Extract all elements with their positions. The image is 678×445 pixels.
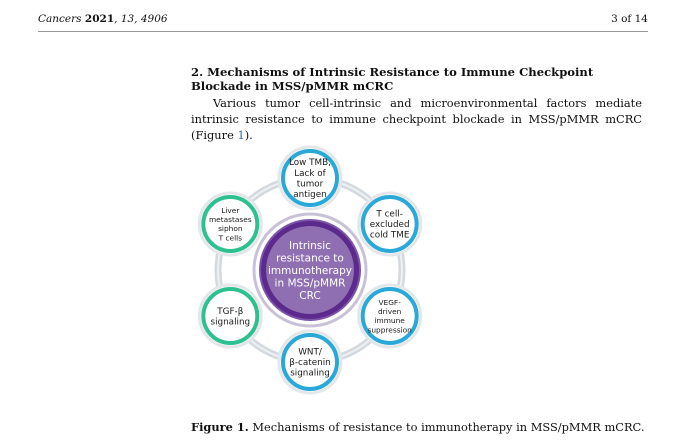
- satellite-node-label-line: metastases: [209, 215, 252, 224]
- page-number: 3 of 14: [611, 13, 648, 25]
- satellite-node-label-line: Liver: [221, 206, 240, 215]
- paragraph-text: Various tumor cell-intrinsic and microen…: [191, 96, 642, 142]
- figure-reference-link[interactable]: 1: [237, 128, 245, 142]
- caption-label: Figure 1.: [191, 420, 249, 434]
- satellite-node-ring: [201, 195, 260, 253]
- center-node-glow: [266, 226, 354, 314]
- journal-volume-issue: , 13, 4906: [114, 13, 168, 25]
- satellite-node-label-line: signaling: [211, 317, 251, 327]
- journal-name: Cancers: [38, 13, 82, 25]
- satellite-node-ring: [360, 287, 419, 345]
- section-heading: 2. Mechanisms of Intrinsic Resistance to…: [191, 65, 594, 93]
- satellite-node-ring: [281, 333, 339, 391]
- body-paragraph: Various tumor cell-intrinsic and microen…: [191, 95, 642, 143]
- satellite-node-label-line: β-catenin: [289, 358, 330, 368]
- running-header-citation: Cancers 2021, 13, 4906: [38, 13, 168, 25]
- caption-text: Mechanisms of resistance to immunotherap…: [248, 420, 645, 434]
- satellite-node-label-line: tumor: [297, 179, 324, 189]
- satellite-node-label-line: cold TME: [370, 231, 410, 241]
- satellite-node-label-line: T cells: [218, 233, 243, 242]
- satellite-node-label-line: TGF-β: [216, 307, 243, 317]
- center-node-label-line: resistance to: [276, 253, 344, 265]
- satellite-node-label-line: VEGF-: [378, 298, 401, 307]
- satellite-node-label-line: Lack of: [294, 169, 326, 179]
- satellite-node-label-line: signaling: [290, 369, 330, 379]
- satellite-node-label-line: WNT/: [298, 347, 322, 357]
- satellite-node-label-line: driven: [378, 307, 402, 316]
- journal-year: 2021: [84, 13, 115, 25]
- satellite-node-label-line: excluded: [370, 220, 410, 230]
- center-node-label-line: Intrinsic: [289, 240, 331, 252]
- center-node-label-line: in MSS/pMMR: [275, 278, 346, 290]
- satellite-node-ring: [281, 149, 339, 207]
- center-node-label-line: CRC: [299, 290, 320, 302]
- satellite-node-label-line: antigen: [293, 190, 326, 200]
- satellite-node-label-line: T cell-: [375, 209, 402, 219]
- satellite-node-ring: [201, 287, 260, 345]
- satellite-node-label-line: immune: [374, 316, 405, 325]
- satellite-node-ring: [360, 195, 419, 253]
- satellite-node-label-line: siphon: [218, 224, 243, 233]
- center-node-label-line: immunotherapy: [268, 265, 352, 277]
- satellite-node-label-line: Low TMB,: [289, 158, 331, 168]
- header-rule: [38, 31, 648, 32]
- satellite-node-label-line: suppression: [368, 325, 413, 334]
- figure-caption: Figure 1. Mechanisms of resistance to im…: [191, 420, 644, 434]
- paragraph-text-end: ).: [244, 128, 253, 142]
